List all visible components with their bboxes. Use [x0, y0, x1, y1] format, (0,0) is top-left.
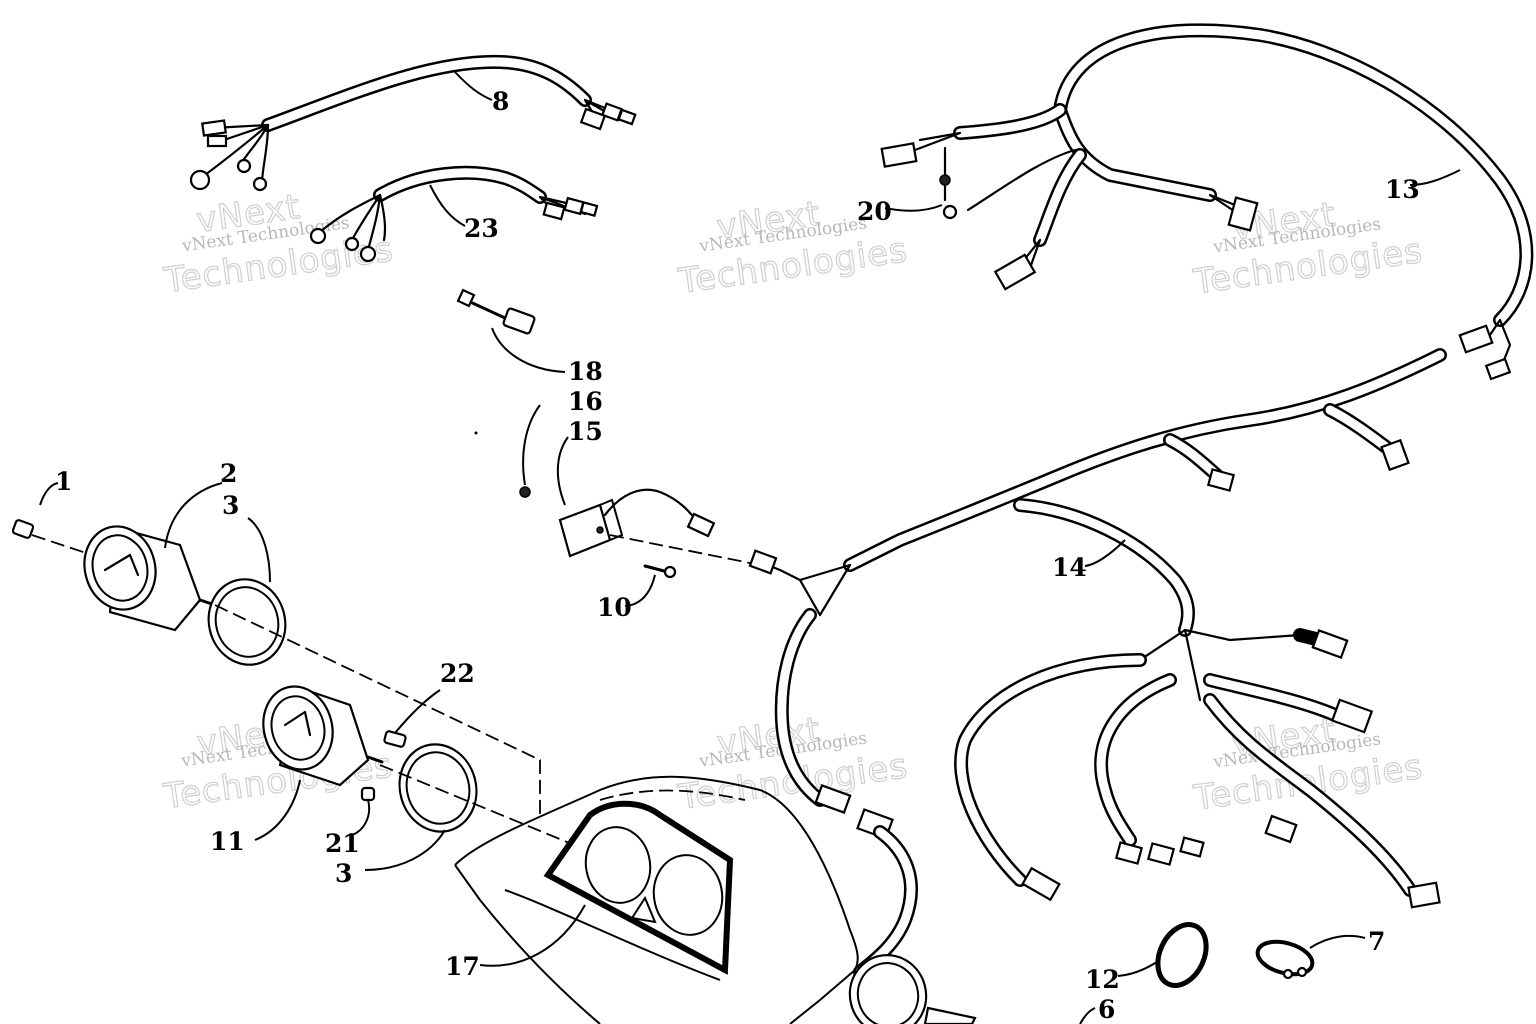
label-14: 14 [1052, 553, 1087, 582]
watermark-top-left: vNext vNext Technologies Technologies [161, 186, 397, 302]
stray-mark [474, 431, 478, 435]
label-2: 2 [220, 459, 237, 488]
label-11: 11 [210, 827, 245, 856]
label-10: 10 [597, 593, 632, 622]
label-20: 20 [857, 197, 892, 226]
label-1: 1 [55, 467, 72, 496]
label-15: 15 [568, 417, 603, 446]
label-21: 21 [325, 829, 360, 858]
harness-23: 23 [309, 165, 599, 263]
part-15-16-regulator: 16 15 [519, 387, 716, 558]
part-12-clamp: 12 [1085, 922, 1209, 994]
harness-13: 13 20 [857, 23, 1534, 381]
label-17: 17 [445, 952, 480, 981]
label-6: 6 [1098, 995, 1115, 1024]
label-22: 22 [440, 659, 475, 688]
part-6-bezel-ring: 6 [848, 954, 1115, 1024]
label-13: 13 [1385, 175, 1420, 204]
part-18-connector-lead: 18 [456, 288, 603, 386]
label-8: 8 [492, 87, 509, 116]
label-16: 16 [568, 387, 603, 416]
label-18: 18 [568, 357, 603, 386]
watermark-top-center: vNext vNext Technologies Technologies [675, 193, 911, 302]
harness-8: 8 [189, 54, 637, 192]
label-23: 23 [464, 214, 499, 243]
gauge-assembly-upper: 1 2 3 [11, 459, 541, 820]
part-10-screw: 10 [597, 534, 761, 622]
gauge-assembly-lower: 11 22 21 3 [210, 659, 721, 906]
label-7: 7 [1368, 927, 1385, 956]
instrument-panel-17: 17 [445, 775, 859, 1024]
label-12: 12 [1085, 965, 1120, 994]
label-3b: 3 [335, 859, 352, 888]
part-7-clamp: 7 [1255, 927, 1385, 980]
label-3a: 3 [222, 491, 239, 520]
harness-14-main: 14 [748, 348, 1447, 979]
